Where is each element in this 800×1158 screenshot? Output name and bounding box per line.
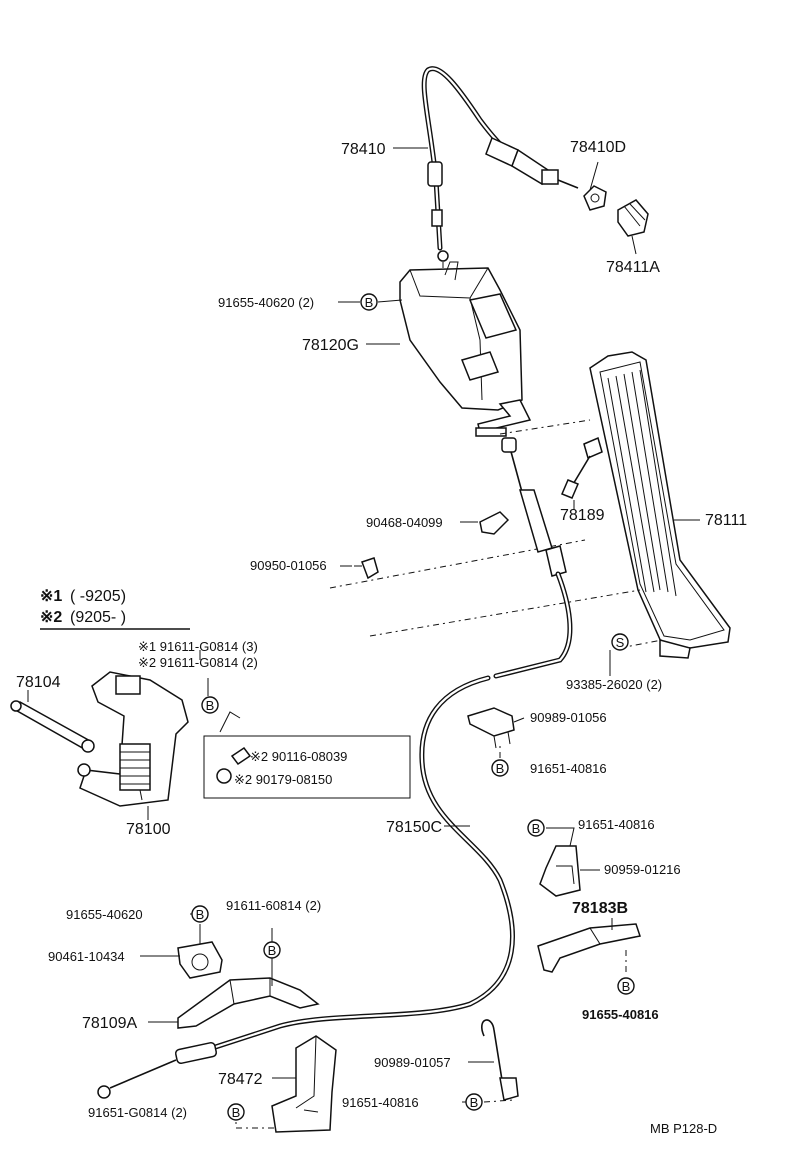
- label-90989-01057: 90989-01057: [374, 1055, 451, 1070]
- label-90950-01056: 90950-01056: [250, 558, 327, 573]
- svg-text:B: B: [532, 821, 541, 836]
- label-78410: 78410: [341, 141, 386, 158]
- svg-text:B: B: [470, 1095, 479, 1110]
- lever-assy-78100: [77, 671, 189, 807]
- inset-box: [203, 735, 411, 799]
- svg-text:S: S: [616, 635, 625, 650]
- bolt-symbol-icon: B: [617, 977, 635, 995]
- leader-line: [499, 419, 591, 435]
- bolt-symbol-icon: B: [491, 759, 509, 777]
- svg-text:B: B: [622, 979, 631, 994]
- label-91655-40816: 91655-40816: [582, 1007, 659, 1022]
- svg-text:B: B: [232, 1105, 241, 1120]
- label-78410D: 78410D: [570, 139, 626, 156]
- label-78100: 78100: [126, 821, 171, 838]
- label-90959-01216: 90959-01216: [604, 862, 681, 877]
- knob-78411A: [617, 199, 649, 237]
- page-reference: MB P128-D: [650, 1121, 717, 1136]
- label-91655-40620-2: 91655-40620 (2): [218, 295, 314, 310]
- label-78111: 78111: [705, 512, 747, 529]
- leader-line: [329, 539, 586, 589]
- bolt-symbol-icon: B: [465, 1093, 483, 1111]
- label-91651-40816-b: 91651-40816: [578, 817, 655, 832]
- accelerator-cable-78150C: [97, 437, 573, 1099]
- nut-90179-08150: [216, 768, 232, 784]
- label-78411A: 78411A: [606, 259, 660, 276]
- svg-text:B: B: [365, 295, 374, 310]
- svg-text:B: B: [196, 907, 205, 922]
- clip-90468-04099: [479, 511, 510, 535]
- label-78472: 78472: [218, 1071, 263, 1088]
- label-78109A: 78109A: [82, 1015, 137, 1032]
- label-93385-26020-2: 93385-26020 (2): [566, 677, 662, 692]
- bolt-symbol-icon: B: [227, 1103, 245, 1121]
- label-90116-08039: ※2 90116-08039: [250, 749, 347, 764]
- label-78189: 78189: [560, 507, 605, 524]
- label-91611-g0814-2: ※2 91611-G0814 (2): [138, 655, 258, 670]
- arrow-icon: [219, 711, 241, 733]
- bolt-symbol-icon: B: [201, 696, 219, 714]
- label-91651-40816-a: 91651-40816: [530, 761, 607, 776]
- clamp-90959-01216: [539, 845, 581, 897]
- svg-text:B: B: [206, 698, 215, 713]
- label-91611-60814-2: 91611-60814 (2): [226, 898, 321, 913]
- screw-90116-08039: [230, 746, 252, 766]
- bolt-symbol-icon: B: [191, 905, 209, 923]
- nut-78410D: [583, 185, 607, 211]
- bracket-78472: [271, 1035, 337, 1133]
- label-78104: 78104: [16, 674, 61, 691]
- label-91651-40816-c: 91651-40816: [342, 1095, 419, 1110]
- legend-range-1: ( -9205): [70, 588, 126, 605]
- bolt-symbol-icon: B: [263, 941, 281, 959]
- bracket-78109A: [177, 977, 320, 1029]
- legend-mark-1: ※1: [40, 588, 62, 605]
- pedal-pad-78111: [589, 351, 731, 659]
- label-90461-10434: 90461-10434: [48, 949, 125, 964]
- label-78120G: 78120G: [302, 337, 359, 354]
- grommet-90950-01056: [361, 557, 379, 580]
- svg-text:B: B: [496, 761, 505, 776]
- label-78183B: 78183B: [572, 900, 628, 917]
- label-90179-08150: ※2 90179-08150: [234, 772, 332, 787]
- throttle-cable-78410: [421, 66, 579, 262]
- svg-text:B: B: [268, 943, 277, 958]
- clamp-90989-01056: [467, 707, 515, 749]
- stopper-bolt-78189: [561, 436, 603, 499]
- legend-range-2: (9205- ): [70, 609, 126, 626]
- leader-line: [369, 589, 641, 637]
- bolt-symbol-icon: B: [527, 819, 545, 837]
- bracket-78120G: [399, 261, 532, 437]
- label-91611-g0814-1: ※1 91611-G0814 (3): [138, 639, 258, 654]
- bolt-symbol-icon: B: [360, 293, 378, 311]
- legend: ※1 ( -9205) ※2 (9205- ): [40, 588, 190, 630]
- label-91651-g0814-2: 91651-G0814 (2): [88, 1105, 187, 1120]
- washer-symbol-icon: S: [611, 633, 629, 651]
- clamp-90461-10434: [177, 941, 223, 979]
- label-91655-40620: 91655-40620: [66, 907, 143, 922]
- rod-78104: [10, 700, 95, 753]
- label-90989-01056: 90989-01056: [530, 710, 607, 725]
- clamp-90989-01057: [481, 1019, 519, 1101]
- bracket-78183B: [537, 923, 641, 973]
- label-90468-04099: 90468-04099: [366, 515, 443, 530]
- legend-mark-2: ※2: [40, 609, 62, 626]
- label-78150C: 78150C: [386, 819, 442, 836]
- part-labels: 78410 78410D 78411A 91655-40620 (2) 7812…: [16, 139, 747, 1136]
